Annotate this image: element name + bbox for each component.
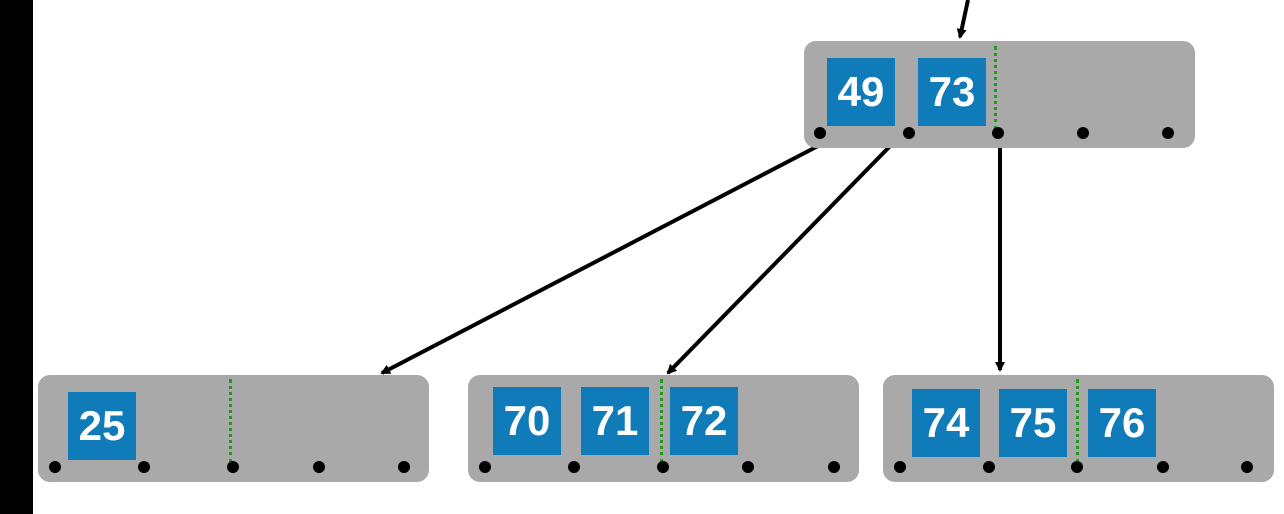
- root-pointer-1: [814, 127, 826, 139]
- root-divider: [994, 46, 997, 130]
- leaf-3-pointer-1: [894, 461, 906, 473]
- leaf-2-key-1: 70: [493, 387, 561, 455]
- root-key-2: 73: [918, 58, 986, 126]
- leaf-3-key-1: 74: [912, 389, 980, 457]
- leaf-2-pointer-1: [479, 461, 491, 473]
- leaf-3-pointer-2: [983, 461, 995, 473]
- root-node: 49 73: [804, 41, 1195, 148]
- leaf-1-pointer-1: [49, 461, 61, 473]
- leaf-2-divider: [660, 379, 663, 463]
- edge-parent-to-root: [956, 0, 970, 39]
- leaf-1-pointer-3: [227, 461, 239, 473]
- leaf-2-pointer-5: [828, 461, 840, 473]
- root-pointer-5: [1162, 127, 1174, 139]
- leaf-3-key-2: 75: [999, 389, 1067, 457]
- leaf-1-pointer-2: [138, 461, 150, 473]
- leaf-1-pointer-4: [313, 461, 325, 473]
- edge-root-to-leaf-2: [666, 138, 898, 375]
- leaf-node-3: 74 75 76: [883, 375, 1274, 482]
- leaf-3-pointer-4: [1157, 461, 1169, 473]
- leaf-node-2: 70 71 72: [468, 375, 859, 482]
- leaf-2-pointer-3: [657, 461, 669, 473]
- leaf-3-pointer-3: [1071, 461, 1083, 473]
- leaf-1-key-1: 25: [68, 392, 136, 460]
- leaf-node-1: 25: [38, 375, 429, 482]
- leaf-2-pointer-4: [742, 461, 754, 473]
- leaf-3-pointer-5: [1241, 461, 1253, 473]
- leaf-2-pointer-2: [568, 461, 580, 473]
- root-key-1: 49: [827, 58, 895, 126]
- edge-root-to-leaf-1: [380, 144, 819, 375]
- leaf-2-key-3: 72: [670, 387, 738, 455]
- leaf-3-divider: [1076, 379, 1079, 463]
- left-border: [0, 0, 33, 514]
- root-pointer-3: [992, 127, 1004, 139]
- root-pointer-4: [1077, 127, 1089, 139]
- leaf-1-divider: [229, 379, 232, 463]
- leaf-1-pointer-5: [398, 461, 410, 473]
- leaf-2-key-2: 71: [581, 387, 649, 455]
- root-pointer-2: [903, 127, 915, 139]
- leaf-3-key-3: 76: [1088, 389, 1156, 457]
